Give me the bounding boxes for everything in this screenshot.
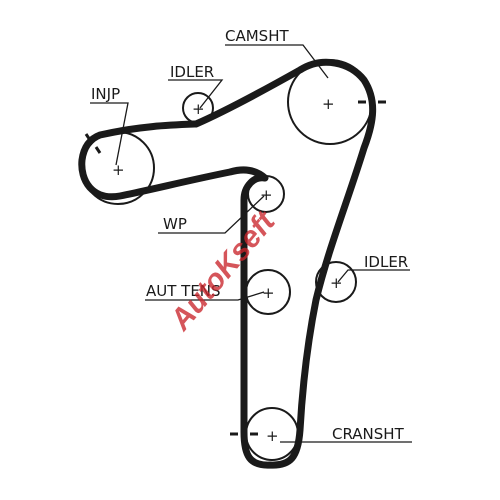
idler-top-leader	[168, 79, 224, 109]
water-pump-label: WP	[163, 215, 187, 233]
center-plus-icon: +	[330, 274, 343, 292]
water-pump-leader	[158, 195, 265, 234]
crankshaft-label: CRANSHT	[332, 425, 405, 443]
injection-pump-pulley: +	[81, 131, 155, 205]
center-plus-icon: +	[260, 186, 273, 204]
idler-top-label: IDLER	[170, 63, 214, 81]
injection-pump-timing-mark	[84, 133, 102, 154]
center-plus-icon: +	[266, 427, 279, 445]
idler-right-label: IDLER	[364, 253, 408, 271]
timing-belt	[78, 58, 377, 469]
idler-right-leader	[337, 269, 410, 283]
injection-pump-leader	[90, 102, 129, 166]
camshaft-leader	[225, 44, 329, 79]
auto-tensioner-pulley: +	[245, 269, 291, 315]
water-pump-pulley: +	[247, 175, 285, 213]
crankshaft-pulley: +	[245, 407, 299, 461]
center-plus-icon: +	[192, 100, 205, 118]
center-plus-icon: +	[262, 284, 275, 302]
auto-tensioner-leader	[145, 291, 265, 301]
auto-tensioner-label: AUT TENS	[146, 282, 221, 300]
idler-right-pulley: +	[315, 261, 357, 303]
center-plus-icon: +	[322, 95, 335, 113]
camshaft-label: CAMSHT	[225, 27, 289, 45]
center-plus-icon: +	[112, 161, 125, 179]
camshaft-pulley: +	[287, 59, 373, 145]
leader-lines	[90, 44, 412, 443]
injection-pump-label: INJP	[91, 85, 120, 103]
idler-top-pulley: +	[182, 92, 214, 124]
